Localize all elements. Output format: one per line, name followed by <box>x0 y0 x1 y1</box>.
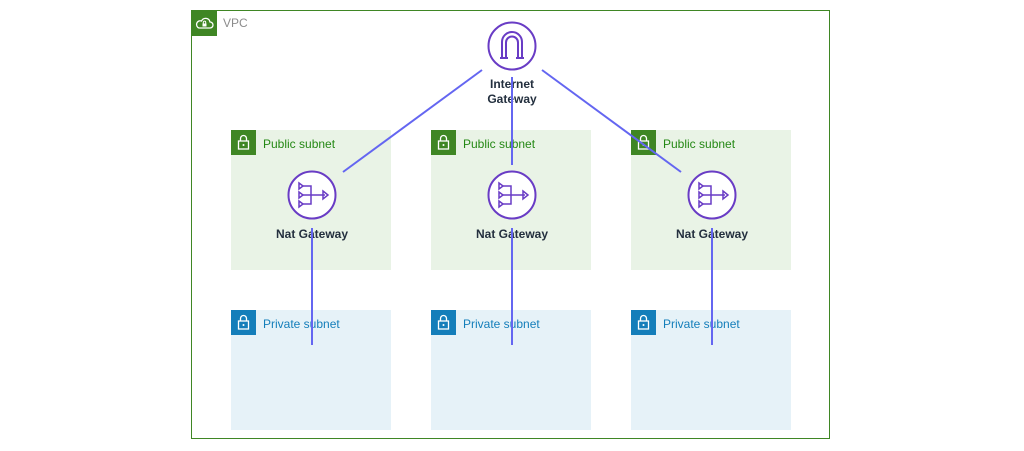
internet-gateway-icon <box>487 21 537 71</box>
nat-gateway-icon <box>287 170 337 220</box>
public-subnet-label: Public subnet <box>263 137 336 151</box>
vpc-badge <box>192 11 217 36</box>
lock-icon <box>637 134 650 150</box>
private-subnet-3: Private subnet <box>631 310 791 430</box>
public-subnet-badge <box>431 130 456 155</box>
nat-gateway-label: Nat Gateway <box>275 227 349 241</box>
nat-gateway-label: Nat Gateway <box>475 227 549 241</box>
private-subnet-label: Private subnet <box>663 317 740 331</box>
nat-gateway-icon <box>487 170 537 220</box>
private-subnet-label: Private subnet <box>263 317 340 331</box>
public-subnet-label: Public subnet <box>463 137 536 151</box>
cloud-lock-icon <box>195 17 214 29</box>
lock-icon <box>237 134 250 150</box>
vpc-label: VPC <box>223 16 248 30</box>
lock-icon <box>637 314 650 330</box>
private-subnet-label: Private subnet <box>463 317 540 331</box>
lock-icon <box>437 314 450 330</box>
public-subnet-badge <box>631 130 656 155</box>
private-subnet-1: Private subnet <box>231 310 391 430</box>
internet-gateway-label: Internet Gateway <box>462 77 562 107</box>
nat-gateway-label: Nat Gateway <box>675 227 749 241</box>
lock-icon <box>237 314 250 330</box>
private-subnet-badge <box>231 310 256 335</box>
lock-icon <box>437 134 450 150</box>
private-subnet-badge <box>631 310 656 335</box>
public-subnet-badge <box>231 130 256 155</box>
vpc-group: VPC <box>191 10 830 439</box>
private-subnet-2: Private subnet <box>431 310 591 430</box>
internet-gateway-label-line1: Internet <box>489 77 534 91</box>
internet-gateway-label-line2: Gateway <box>487 92 537 106</box>
private-subnet-badge <box>431 310 456 335</box>
public-subnet-label: Public subnet <box>663 137 736 151</box>
nat-gateway-icon <box>687 170 737 220</box>
